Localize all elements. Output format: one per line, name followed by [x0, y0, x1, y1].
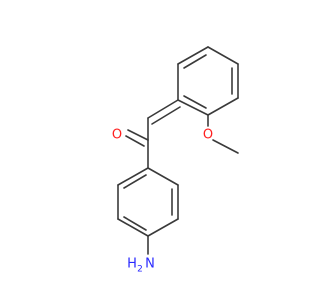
carbonyl-group: [125, 129, 149, 169]
amine-label: H 2 N: [127, 257, 155, 275]
carbonyl-oxygen-label: O: [112, 128, 122, 143]
amine-subscript: 2: [137, 265, 143, 275]
molecule-diagram: O O H 2 N: [112, 46, 239, 275]
amine-n-label: N: [145, 257, 155, 272]
aminophenyl-ring: [117, 167, 179, 237]
molecule-structure: O O H 2 N: [112, 46, 239, 275]
amine-h-label: H: [127, 257, 137, 272]
methoxyphenyl-ring: [177, 46, 239, 116]
methoxy-oxygen-label: O: [203, 128, 213, 143]
alkene-chain: [147, 99, 181, 141]
methoxy-group: [207, 114, 239, 154]
